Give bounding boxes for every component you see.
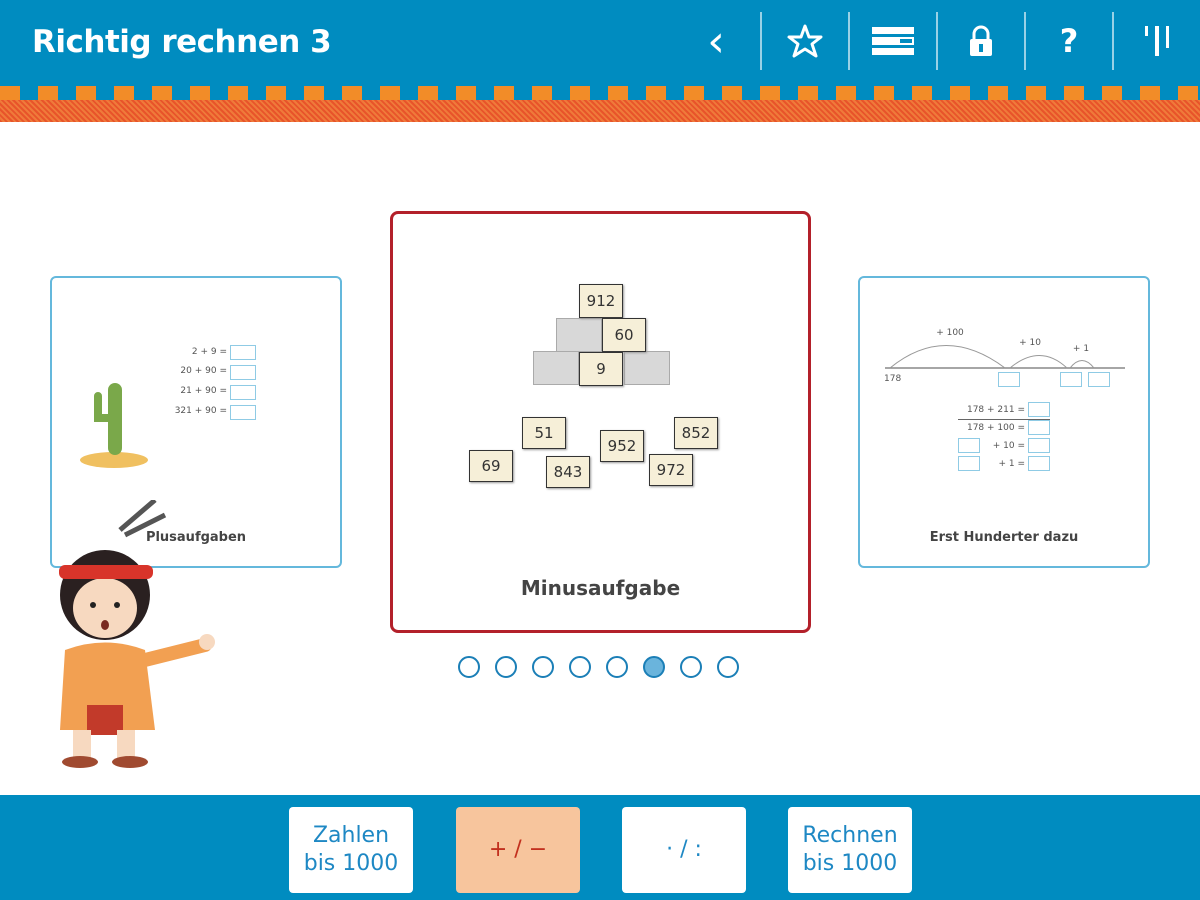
- arc-label: + 100: [936, 328, 964, 338]
- answer-box: [230, 385, 256, 400]
- zahlen-bis-1000-button[interactable]: Zahlen bis 1000: [289, 807, 413, 893]
- equation: 2 + 9 =: [191, 347, 227, 357]
- button-label: + / −: [488, 837, 548, 862]
- star-icon[interactable]: [760, 12, 848, 70]
- help-icon[interactable]: ?: [1024, 12, 1112, 70]
- plus-minus-button[interactable]: + / −: [456, 807, 580, 893]
- pagination-dot[interactable]: [717, 656, 739, 678]
- header-toolbar: ‹ ?: [672, 12, 1200, 70]
- mascot-character: [59, 500, 215, 768]
- lock-icon[interactable]: [936, 12, 1024, 70]
- card-label: Plusaufgaben: [145, 530, 247, 545]
- rechnen-bis-1000-button[interactable]: Rechnen bis 1000: [788, 807, 912, 893]
- pyramid-block: [533, 351, 579, 385]
- pagination-dot[interactable]: [643, 656, 665, 678]
- pagination-dot[interactable]: [680, 656, 702, 678]
- button-label: Rechnen: [802, 823, 898, 848]
- answer-box: [1028, 456, 1050, 471]
- header-bar: Richtig rechnen 3 ‹ ?: [0, 0, 1200, 88]
- footer-bar: Zahlen bis 1000 + / − · / : Rechnen bis 10…: [0, 795, 1200, 900]
- pyramid-tile: 9: [579, 352, 623, 386]
- equation: 178 + 211 =: [966, 405, 1025, 415]
- pagination: [458, 656, 739, 678]
- divider: [958, 419, 1050, 420]
- number-tile: 972: [649, 454, 693, 486]
- pyramid-block: [624, 351, 670, 385]
- mal-geteilt-button[interactable]: · / :: [622, 807, 746, 893]
- number-line: [885, 345, 1125, 369]
- equation: 321 + 90 =: [174, 406, 227, 416]
- equation: 178 + 100 =: [966, 423, 1025, 433]
- answer-box: [230, 365, 256, 380]
- card-erst-hunderter-dazu[interactable]: + 100 + 10 + 1 178 178 + 211 = 178 + 100…: [858, 276, 1150, 568]
- pagination-dot[interactable]: [606, 656, 628, 678]
- arc-label: + 1: [1072, 344, 1090, 354]
- pyramid-tile: 912: [579, 284, 623, 318]
- answer-box: [958, 456, 980, 471]
- equation: + 10 =: [992, 441, 1025, 451]
- menu-icon[interactable]: [848, 12, 936, 70]
- header-stripe-border: [0, 100, 1200, 122]
- button-label: Zahlen: [312, 823, 390, 848]
- arc-label: + 10: [1019, 338, 1041, 348]
- pyramid-block: [556, 318, 602, 352]
- answer-box: [998, 372, 1020, 387]
- pagination-dot[interactable]: [495, 656, 517, 678]
- pyramid-tile: 60: [602, 318, 646, 352]
- app-title: Richtig rechnen 3: [32, 24, 332, 60]
- button-label: bis 1000: [303, 851, 399, 876]
- card-label: Minusaufgabe: [520, 576, 681, 600]
- equation: 20 + 90 =: [180, 366, 227, 376]
- answer-box: [958, 438, 980, 453]
- back-icon[interactable]: ‹: [707, 15, 725, 67]
- button-label: · / :: [666, 837, 702, 862]
- answer-box: [230, 405, 256, 420]
- answer-box: [1060, 372, 1082, 387]
- cactus-illustration: [80, 383, 148, 468]
- answer-box: [1028, 420, 1050, 435]
- number-tile: 69: [469, 450, 513, 482]
- number-tile: 51: [522, 417, 566, 449]
- answer-box: [1088, 372, 1110, 387]
- answer-box: [1028, 402, 1050, 417]
- answer-box: [230, 345, 256, 360]
- pagination-dot[interactable]: [569, 656, 591, 678]
- tools-icon[interactable]: [1112, 12, 1200, 70]
- pagination-dot[interactable]: [532, 656, 554, 678]
- equation: + 1 =: [998, 459, 1025, 469]
- equation: 21 + 90 =: [180, 386, 227, 396]
- card-label: Erst Hunderter dazu: [929, 530, 1079, 545]
- number-line-start: 178: [884, 374, 902, 384]
- answer-box: [1028, 438, 1050, 453]
- number-tile: 843: [546, 456, 590, 488]
- button-label: bis 1000: [802, 851, 898, 876]
- number-tile: 952: [600, 430, 644, 462]
- header-fence-border: [0, 86, 1200, 100]
- card-plusaufgaben[interactable]: 2 + 9 = 20 + 90 = 21 + 90 = 321 + 90 = P…: [50, 276, 342, 568]
- pagination-dot[interactable]: [458, 656, 480, 678]
- number-tile: 852: [674, 417, 718, 449]
- card-minusaufgabe[interactable]: 912 60 9 51 952 852 69 843 972 Minusaufg…: [390, 211, 811, 633]
